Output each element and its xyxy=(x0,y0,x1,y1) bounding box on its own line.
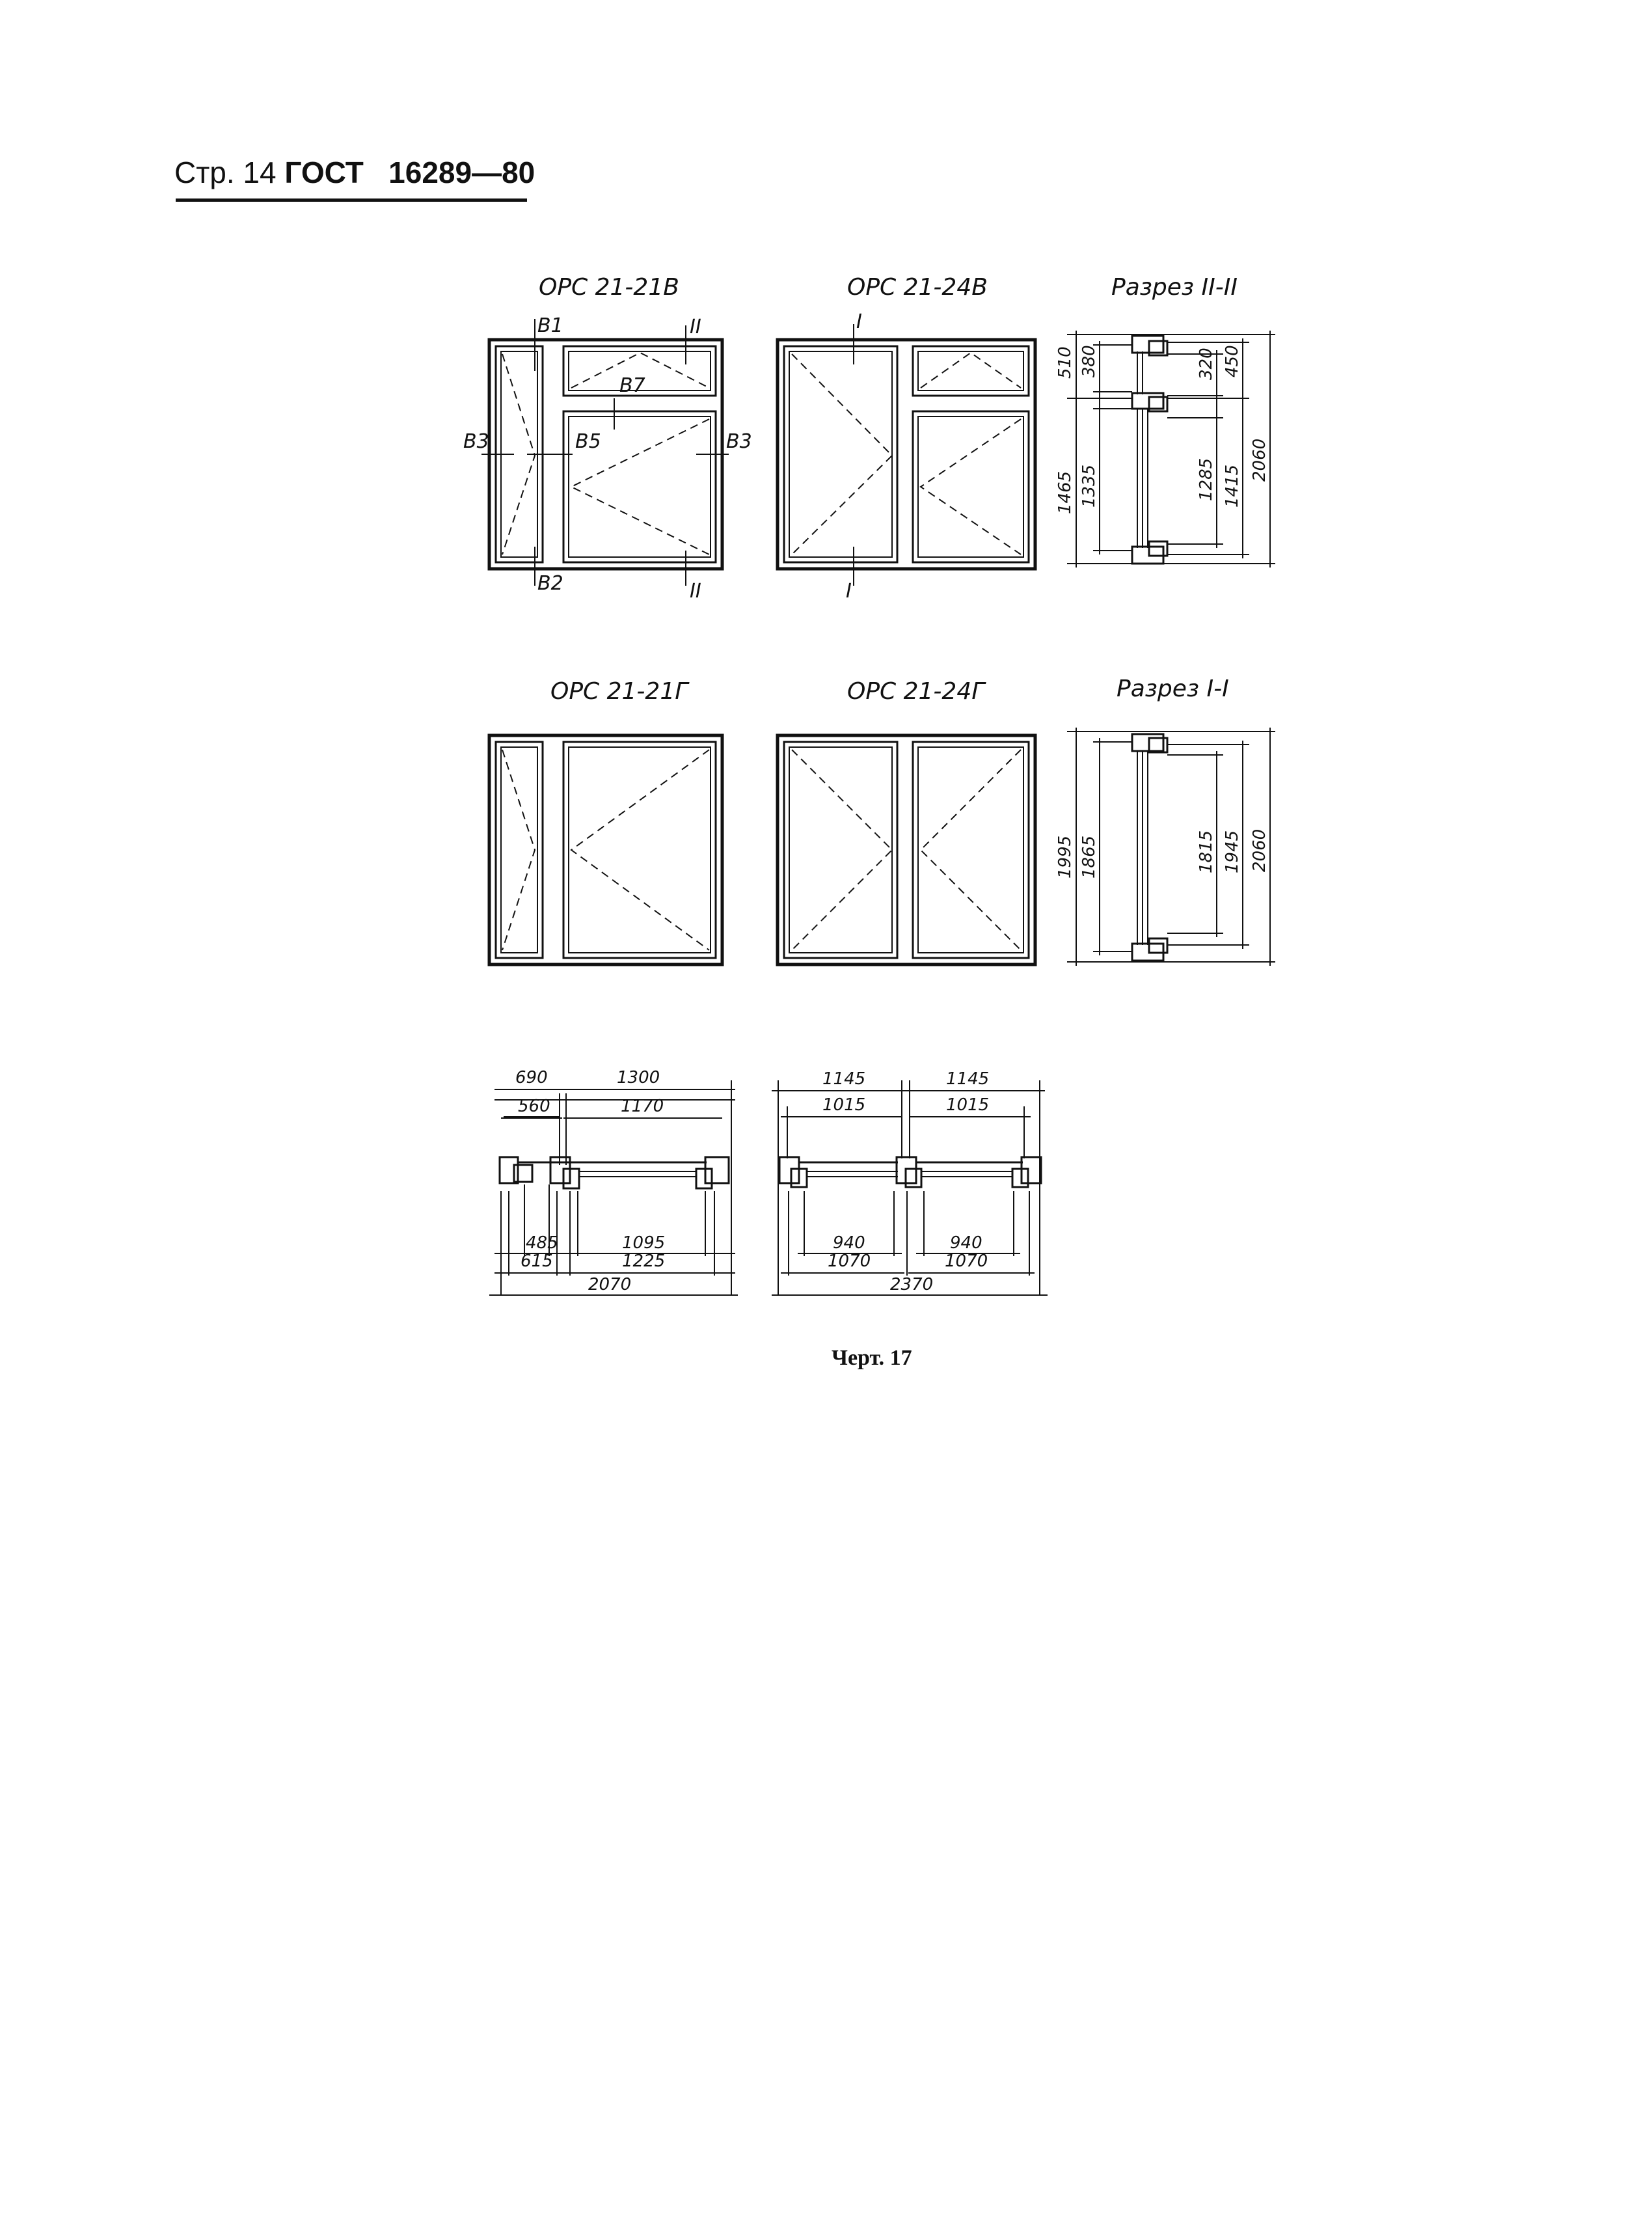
mark-b3-right: В3 xyxy=(726,430,752,453)
plan-2-dims: 1145 1145 1015 1015 940 940 1070 1070 23… xyxy=(822,1069,989,1294)
page-header: Стр. 14 ГОСТ 16289—80 xyxy=(174,155,535,190)
title-w3: ОРС 21-21Г xyxy=(550,678,690,705)
section-1-1 xyxy=(1067,728,1275,966)
page-number: Стр. 14 xyxy=(174,156,277,189)
dim-2070: 2070 xyxy=(588,1275,631,1294)
dim-1995: 1995 xyxy=(1055,836,1075,879)
dim-1415: 1415 xyxy=(1223,465,1242,508)
figure-caption: Черт. 17 xyxy=(832,1346,912,1370)
dim-1945: 1945 xyxy=(1223,830,1242,873)
title-s1: Разрез II-II xyxy=(1111,274,1238,301)
dim-1015-b: 1015 xyxy=(946,1095,989,1115)
window-w2 xyxy=(776,324,1037,586)
dim-1145-a: 1145 xyxy=(822,1069,865,1089)
dim-615: 615 xyxy=(521,1251,553,1271)
dim-1015-a: 1015 xyxy=(822,1095,865,1115)
mark-sec1-top: I xyxy=(856,310,862,333)
mark-b2: В2 xyxy=(537,572,563,595)
dim-485: 485 xyxy=(526,1233,558,1253)
mark-sec1-bot: I xyxy=(846,580,852,603)
dim-1225: 1225 xyxy=(622,1251,665,1271)
dim-1095: 1095 xyxy=(622,1233,665,1253)
window-w1 xyxy=(481,319,729,586)
dim-450: 450 xyxy=(1223,345,1242,377)
header-rule xyxy=(176,198,527,202)
dim-1335: 1335 xyxy=(1079,465,1099,508)
mark-sec2-top: II xyxy=(690,316,701,338)
dim-1170: 1170 xyxy=(621,1097,664,1116)
plan-1-dims: 690 1300 560 1170 485 1095 615 1225 2070 xyxy=(515,1068,665,1294)
dim-2060: 2060 xyxy=(1250,439,1269,482)
title-w2: ОРС 21-24В xyxy=(847,274,988,301)
dim-940-b: 940 xyxy=(950,1233,982,1253)
window-w4 xyxy=(776,733,1037,966)
mark-b5: В5 xyxy=(575,430,601,453)
dim-1815: 1815 xyxy=(1197,830,1216,873)
window-w3 xyxy=(487,733,724,966)
standard-number: 16289—80 xyxy=(388,156,535,189)
dim-690: 690 xyxy=(515,1068,548,1087)
section-2-2-dims: 510 380 320 450 1465 1335 1285 1415 2060 xyxy=(1055,345,1269,514)
dim-940-a: 940 xyxy=(833,1233,865,1253)
dim-1145-b: 1145 xyxy=(946,1069,989,1089)
dim-1070-b: 1070 xyxy=(945,1251,988,1271)
dim-320: 320 xyxy=(1197,348,1216,380)
dim-380: 380 xyxy=(1079,345,1099,377)
mark-b7: В7 xyxy=(619,374,645,397)
section-1-1-dims: 1995 1865 1815 1945 2060 xyxy=(1055,829,1269,879)
dim-1070-a: 1070 xyxy=(828,1251,871,1271)
plan-2 xyxy=(772,1080,1048,1296)
dim-1865: 1865 xyxy=(1079,836,1099,879)
dim-1300: 1300 xyxy=(617,1068,660,1087)
dim-510: 510 xyxy=(1055,346,1075,379)
section-2-2 xyxy=(1067,331,1275,568)
standard-label: ГОСТ xyxy=(284,156,364,189)
dim-2060-b: 2060 xyxy=(1250,829,1269,872)
plan-1 xyxy=(489,1080,738,1296)
mark-sec2-bot: II xyxy=(690,580,701,603)
title-s2: Разрез I-I xyxy=(1117,676,1229,702)
dim-1285: 1285 xyxy=(1197,458,1216,501)
dim-560: 560 xyxy=(518,1097,550,1116)
title-w1: ОРС 21-21В xyxy=(539,274,679,301)
mark-b3-left: В3 xyxy=(463,430,489,453)
dim-2370: 2370 xyxy=(890,1275,933,1294)
mark-b1: В1 xyxy=(537,314,563,337)
title-w4: ОРС 21-24Г xyxy=(847,678,986,705)
dim-1465: 1465 xyxy=(1055,471,1075,514)
